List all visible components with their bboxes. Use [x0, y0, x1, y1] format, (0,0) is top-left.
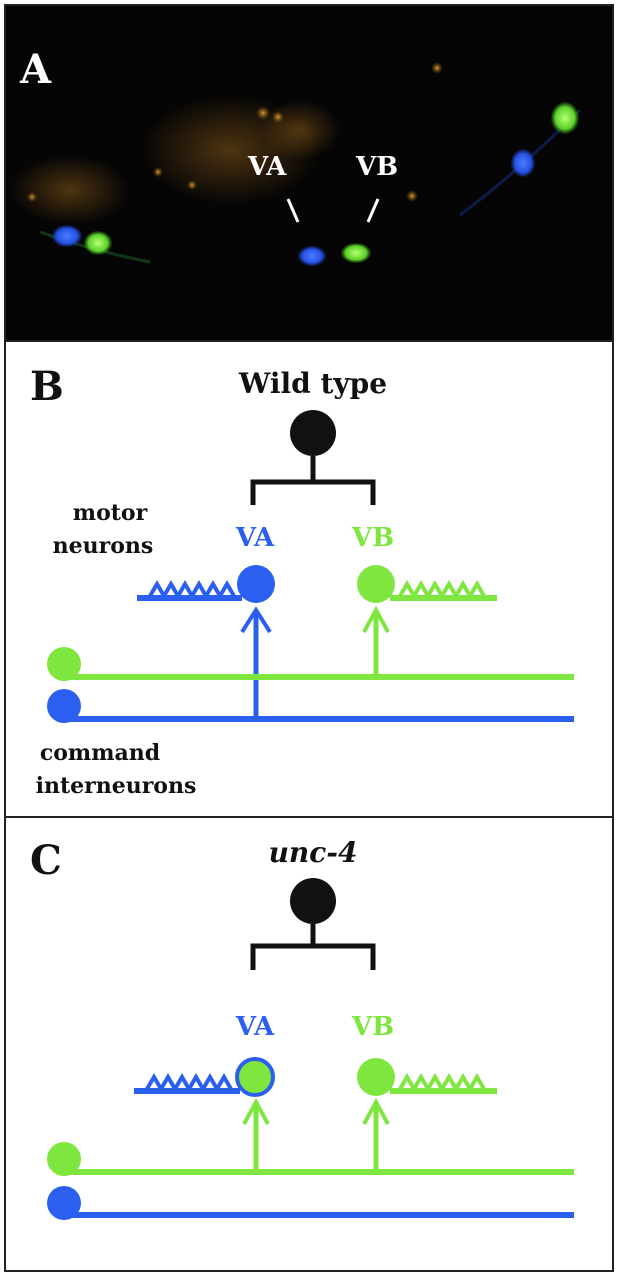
avb-command-interneuron: [47, 1142, 574, 1176]
panel-a-va-label: VA: [247, 152, 287, 182]
vb-motor-neuron: [357, 565, 497, 603]
ava-command-interneuron: [47, 689, 574, 723]
avb-command-interneuron: [47, 647, 574, 681]
vb-pointer: [366, 198, 380, 223]
command-label-line2: interneurons: [36, 773, 197, 799]
motor-label-line1: motor: [73, 500, 148, 526]
va-cell-fluorescent: [52, 225, 82, 247]
panel-c-title: unc-4: [269, 836, 358, 869]
vb-cell-fluorescent: [341, 243, 371, 263]
gut-granule: [27, 192, 37, 202]
panel-c-va-label: VA: [235, 1012, 275, 1042]
panel-a: A VA VB: [6, 6, 612, 340]
vb-cell-fluorescent: [551, 102, 579, 134]
gut-granule: [272, 111, 284, 123]
haze-blob: [260, 100, 340, 160]
gut-granule: [431, 62, 443, 74]
figure-frame: [4, 4, 614, 1272]
panel-c-letter: C: [30, 837, 62, 884]
va-pointer: [286, 198, 300, 223]
vb-cell-fluorescent: [84, 231, 112, 255]
panel-c-vb-label: VB: [351, 1012, 394, 1042]
gut-granule: [256, 106, 270, 120]
va-cell-fluorescent: [511, 149, 535, 177]
precursor-cell: [290, 878, 336, 924]
command-label-line1: command: [40, 740, 160, 766]
va-synapse-arrow: [240, 606, 272, 716]
haze-blob: [10, 155, 130, 225]
vb-synapse-arrow: [362, 1097, 390, 1170]
panel-c: C unc-4 VA VB: [30, 836, 574, 1220]
va-motor-neuron: [137, 565, 275, 603]
va-cell-fluorescent: [298, 246, 326, 266]
va-motor-neuron-mutant: [134, 1057, 275, 1097]
vb-synapse-arrow: [362, 605, 390, 676]
va-miswired-synapse-arrow: [242, 1097, 270, 1170]
panel-b-title: Wild type: [238, 367, 387, 400]
panel-a-letter: A: [19, 46, 52, 93]
panel-b: B Wild type VA VB motor neurons: [30, 363, 574, 799]
panel-b-letter: B: [30, 363, 64, 410]
gut-granule: [187, 180, 197, 190]
lineage-bracket: [250, 479, 376, 505]
ava-command-interneuron: [47, 1186, 574, 1220]
gut-granule: [406, 190, 418, 202]
precursor-cell: [290, 410, 336, 456]
panel-a-vb-label: VB: [355, 152, 398, 182]
lineage-bracket: [250, 943, 376, 970]
gut-granule: [153, 167, 163, 177]
vb-motor-neuron: [357, 1058, 497, 1096]
panel-b-va-label: VA: [235, 523, 275, 553]
motor-label-line2: neurons: [53, 533, 154, 559]
panel-b-vb-label: VB: [351, 523, 394, 553]
